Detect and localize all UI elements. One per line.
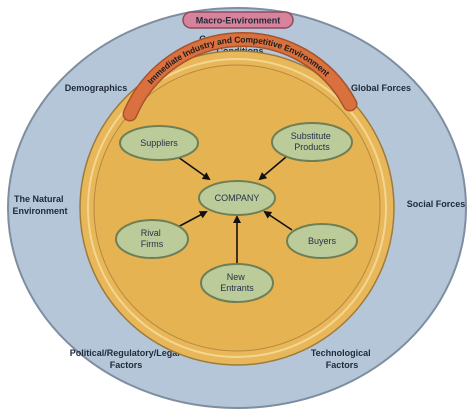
buyers-label: Buyers — [308, 236, 337, 246]
suppliers-node — [119, 125, 199, 161]
substitute-products-node — [271, 122, 353, 162]
arrow-buyers-to-company — [263, 210, 293, 231]
company-label: COMPANY — [215, 193, 260, 203]
new-entrants-label: New Entrants — [220, 272, 254, 293]
force-political: Political/Regulatory/Legal Factors — [70, 348, 183, 370]
force-technological: Technological Factors — [311, 348, 373, 370]
macro-environment-banner — [182, 11, 294, 29]
suppliers-label: Suppliers — [140, 138, 178, 148]
arrow-suppliers-to-company — [177, 156, 211, 181]
macro-environment-title: Macro-Environment — [196, 16, 281, 26]
new-entrants-node — [200, 263, 274, 303]
arrow-rivals-to-company — [175, 211, 208, 229]
industry-environment-banner-fill — [124, 33, 356, 120]
substitute-products-label: Substitute Products — [291, 131, 334, 152]
force-demographics: Demographics — [65, 83, 128, 93]
company-node — [198, 180, 276, 216]
arrow-substitutes-to-company — [258, 156, 287, 181]
rival-firms-label: Rival Firms — [141, 228, 164, 249]
rival-firms-node — [115, 219, 189, 259]
buyers-node — [286, 223, 358, 259]
force-social: Social Forces — [407, 199, 466, 209]
force-natural-environment: The Natural Environment — [12, 194, 67, 216]
industry-environment-inner-ring — [87, 58, 387, 358]
force-global: Global Forces — [351, 83, 411, 93]
